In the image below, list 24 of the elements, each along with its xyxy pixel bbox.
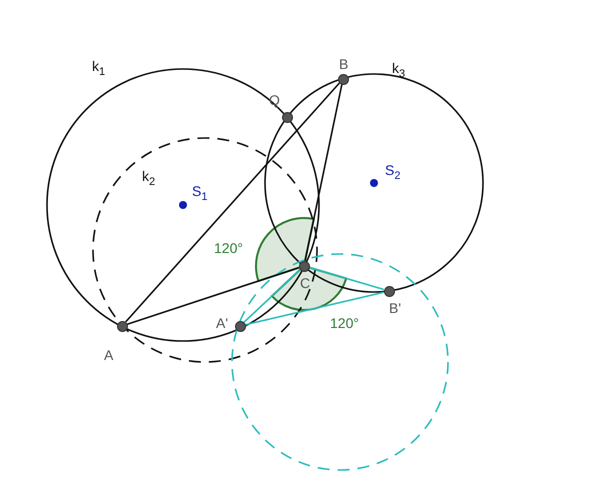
circle-label: k$_{1}$ <box>92 58 106 80</box>
point-label: A' <box>216 316 228 330</box>
point <box>116 320 128 332</box>
point <box>384 286 394 296</box>
point <box>338 74 348 84</box>
line-segment <box>126 266 300 326</box>
angle-label: 120° <box>214 240 243 256</box>
circle-label: k$_{3}$ <box>392 60 406 82</box>
angle-label: 120° <box>330 315 359 331</box>
point <box>282 112 292 122</box>
line-segment <box>245 291 384 326</box>
point-label: A <box>104 348 114 362</box>
point-label: Q <box>269 93 280 107</box>
circle-label: k$_{2}$ <box>142 168 156 190</box>
point <box>234 320 246 332</box>
line-segment <box>304 84 343 261</box>
line-segment <box>309 266 384 290</box>
line-segment <box>243 269 301 323</box>
line-segment <box>125 82 340 322</box>
point-label: B' <box>389 301 402 315</box>
point-label: S$_{1}$ <box>192 183 208 205</box>
point-label: B <box>339 57 348 71</box>
point-label: C <box>300 276 310 290</box>
point-label: S$_{2}$ <box>385 162 400 184</box>
